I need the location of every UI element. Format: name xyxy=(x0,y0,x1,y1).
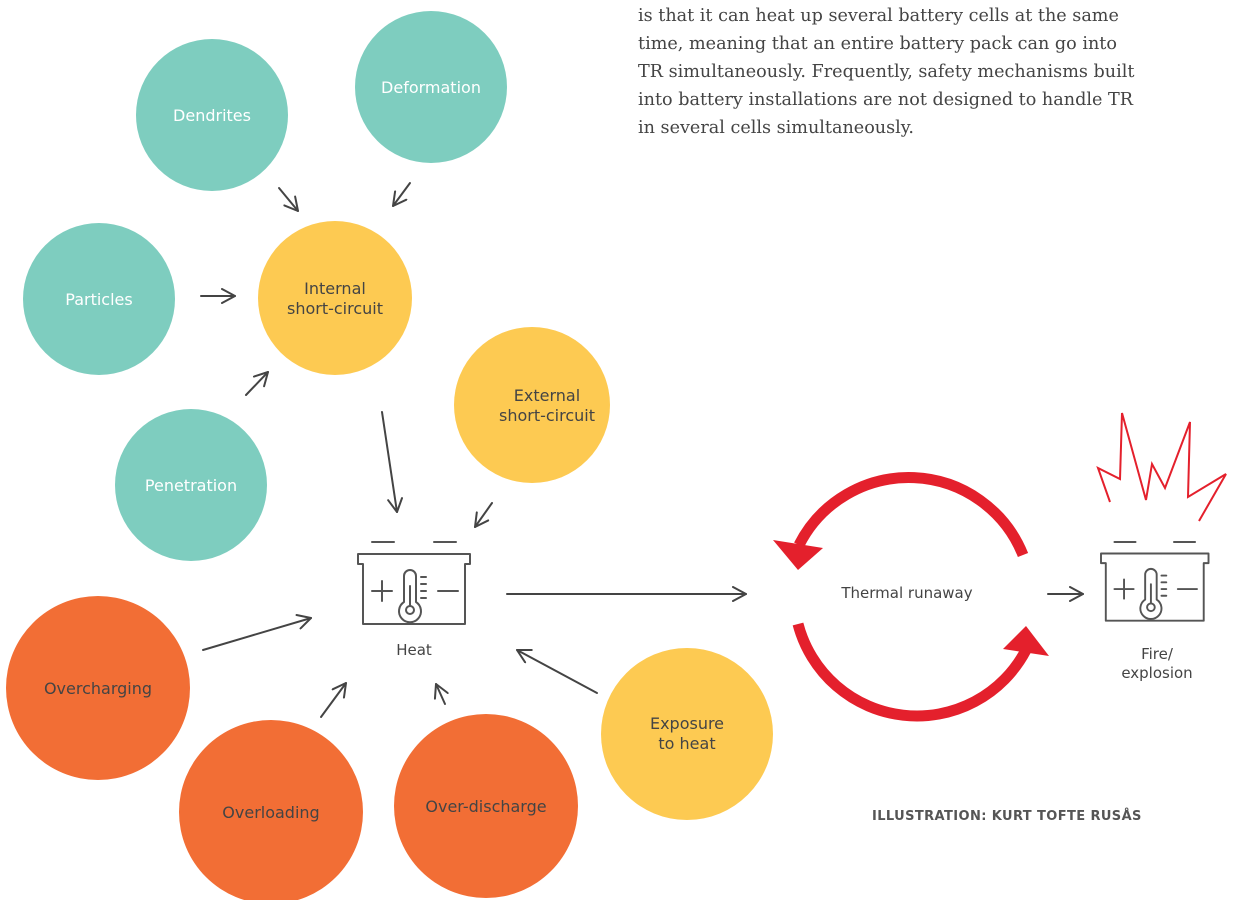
dendrites-label: Dendrites xyxy=(173,106,251,125)
node-penetration: Penetration xyxy=(115,409,267,561)
arrow-deformation-to-internal xyxy=(392,182,411,207)
external-short-circuit-label: short-circuit xyxy=(499,406,595,425)
node-exposure-to-heat: Exposure to heat xyxy=(601,648,773,820)
node-particles: Particles xyxy=(23,223,175,375)
deformation-circle xyxy=(355,11,507,163)
arrow-exposure-to-heat xyxy=(516,648,598,694)
node-over-discharge: Over-discharge xyxy=(394,714,578,898)
penetration-label: Penetration xyxy=(145,476,237,495)
internal-short-circuit-circle xyxy=(258,221,412,375)
external-short-circuit-circle xyxy=(454,327,610,483)
runaway-arc-bottom xyxy=(792,622,1031,722)
fire-explosion-label: Fire/ xyxy=(1141,645,1174,663)
battery-thermometer-icon xyxy=(1100,541,1210,622)
particles-label: Particles xyxy=(65,290,132,309)
runaway-arrowhead-bottom xyxy=(1003,626,1049,656)
node-overcharging: Overcharging xyxy=(6,596,190,780)
heat-node: Heat xyxy=(357,541,471,659)
illustration-credit: ILLUSTRATION: KURT TOFTE RUSÅS xyxy=(872,809,1142,824)
internal-short-circuit-label: short-circuit xyxy=(287,299,383,318)
overloading-circle xyxy=(179,720,363,900)
runaway-arc-top xyxy=(794,472,1029,558)
external-short-circuit-label: External xyxy=(514,386,580,405)
arrow-overcharging-to-heat xyxy=(202,613,312,651)
overloading-label: Overloading xyxy=(222,803,319,822)
exposure-to-heat-label: Exposure xyxy=(650,714,724,733)
exposure-to-heat-circle xyxy=(601,648,773,820)
intro-paragraph: is that it can heat up several battery c… xyxy=(638,6,1135,138)
arrow-over-discharge-to-heat xyxy=(433,683,449,705)
runaway-arrowhead-top xyxy=(773,540,823,570)
arrow-dendrites-to-internal xyxy=(278,187,299,212)
battery-thermometer-icon xyxy=(357,541,471,625)
exposure-to-heat-label: to heat xyxy=(658,734,715,753)
node-external-short-circuit: External short-circuit xyxy=(454,327,610,483)
over-discharge-circle xyxy=(394,714,578,898)
node-overloading: Overloading xyxy=(179,720,363,900)
arrow-overloading-to-heat xyxy=(320,682,347,718)
arrow-internal-to-heat xyxy=(381,411,403,513)
circular-arrows-icon xyxy=(792,472,1031,722)
arrows xyxy=(200,182,1084,718)
explosion-burst-icon xyxy=(1096,412,1227,522)
node-internal-short-circuit: Internal short-circuit xyxy=(258,221,412,375)
fire-explosion-label: explosion xyxy=(1121,664,1192,682)
arrow-penetration-to-internal xyxy=(245,371,269,396)
overcharging-circle xyxy=(6,596,190,780)
node-dendrites: Dendrites xyxy=(136,39,288,191)
deformation-label: Deformation xyxy=(381,78,481,97)
internal-short-circuit-label: Internal xyxy=(304,279,366,298)
thermal-runaway-node: Thermal runaway xyxy=(773,472,1049,722)
fire-explosion-node: Fire/ explosion xyxy=(1096,412,1227,682)
arrow-external-to-heat xyxy=(474,502,493,528)
over-discharge-label: Over-discharge xyxy=(425,797,546,816)
overcharging-label: Overcharging xyxy=(44,679,152,698)
penetration-circle xyxy=(115,409,267,561)
heat-label: Heat xyxy=(396,641,432,659)
particles-circle xyxy=(23,223,175,375)
node-deformation: Deformation xyxy=(355,11,507,163)
thermal-runaway-label: Thermal runaway xyxy=(840,584,972,602)
dendrites-circle xyxy=(136,39,288,191)
